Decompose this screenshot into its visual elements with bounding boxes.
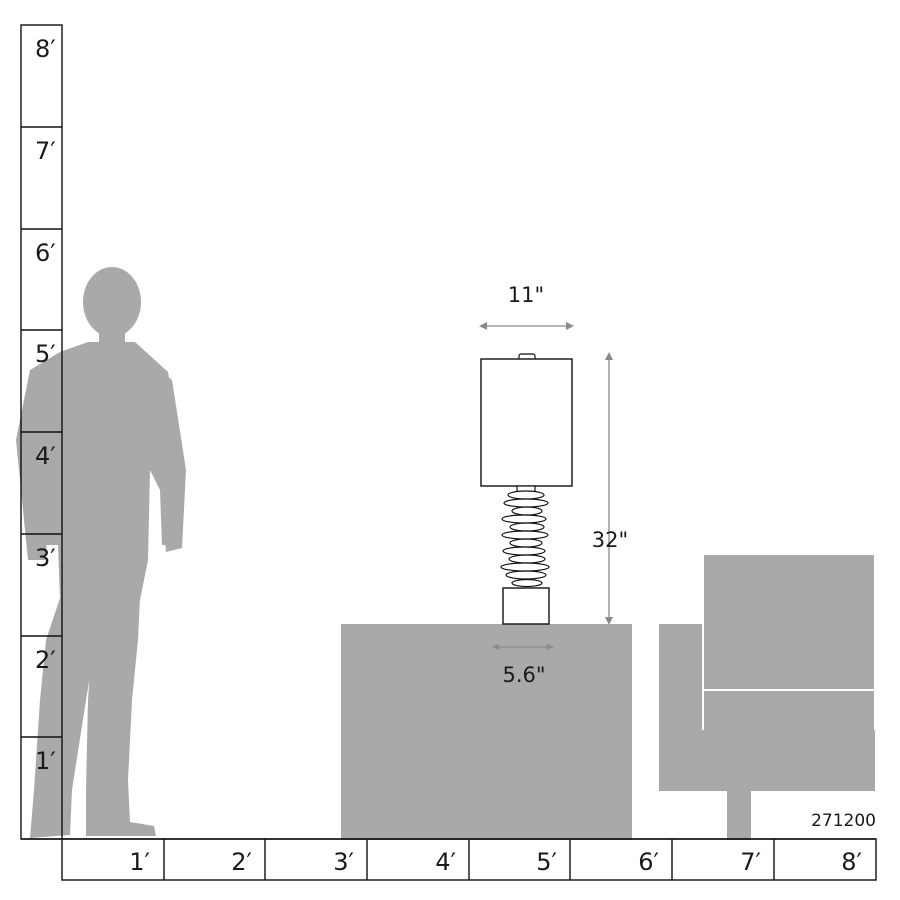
lamp-shade — [480, 358, 573, 487]
table-lamp — [480, 353, 573, 625]
vertical-ruler-label: 3′ — [35, 544, 56, 572]
horizontal-ruler-label: 4′ — [435, 848, 456, 876]
vertical-ruler-label: 6′ — [35, 239, 56, 267]
vertical-ruler-label: 5′ — [35, 340, 56, 368]
lamp-height-label: 32" — [592, 528, 628, 552]
vertical-ruler-label: 8′ — [35, 35, 56, 63]
person-silhouette — [16, 267, 186, 838]
horizontal-ruler-label: 1′ — [129, 848, 150, 876]
base-width-label: 5.6" — [502, 663, 545, 687]
lamp-stacked-body — [500, 485, 550, 588]
horizontal-ruler-label: 2′ — [231, 848, 252, 876]
vertical-ruler: 8′ 7′ 6′ 5′ 4′ 3′ 2′ 1′ — [20, 24, 63, 840]
horizontal-ruler-label: 6′ — [638, 848, 659, 876]
lamp-height-dimension: 32" — [592, 352, 628, 625]
horizontal-ruler-label: 3′ — [333, 848, 354, 876]
product-code: 271200 — [811, 811, 876, 831]
shade-width-label: 11" — [508, 283, 544, 307]
horizontal-ruler-label: 5′ — [536, 848, 557, 876]
lamp-base — [502, 587, 550, 625]
horizontal-ruler-label: 7′ — [740, 848, 761, 876]
base-width-dimension: 5.6" — [492, 644, 554, 687]
vertical-ruler-label: 1′ — [35, 747, 56, 775]
horizontal-ruler-label: 8′ — [841, 848, 862, 876]
armchair — [659, 553, 876, 840]
side-table — [341, 624, 632, 840]
vertical-ruler-label: 7′ — [35, 137, 56, 165]
vertical-ruler-label: 4′ — [35, 442, 56, 470]
horizontal-ruler: 1′ 2′ 3′ 4′ 5′ 6′ 7′ 8′ — [61, 838, 877, 881]
shade-width-dimension: 11" — [479, 283, 574, 330]
vertical-ruler-label: 2′ — [35, 646, 56, 674]
